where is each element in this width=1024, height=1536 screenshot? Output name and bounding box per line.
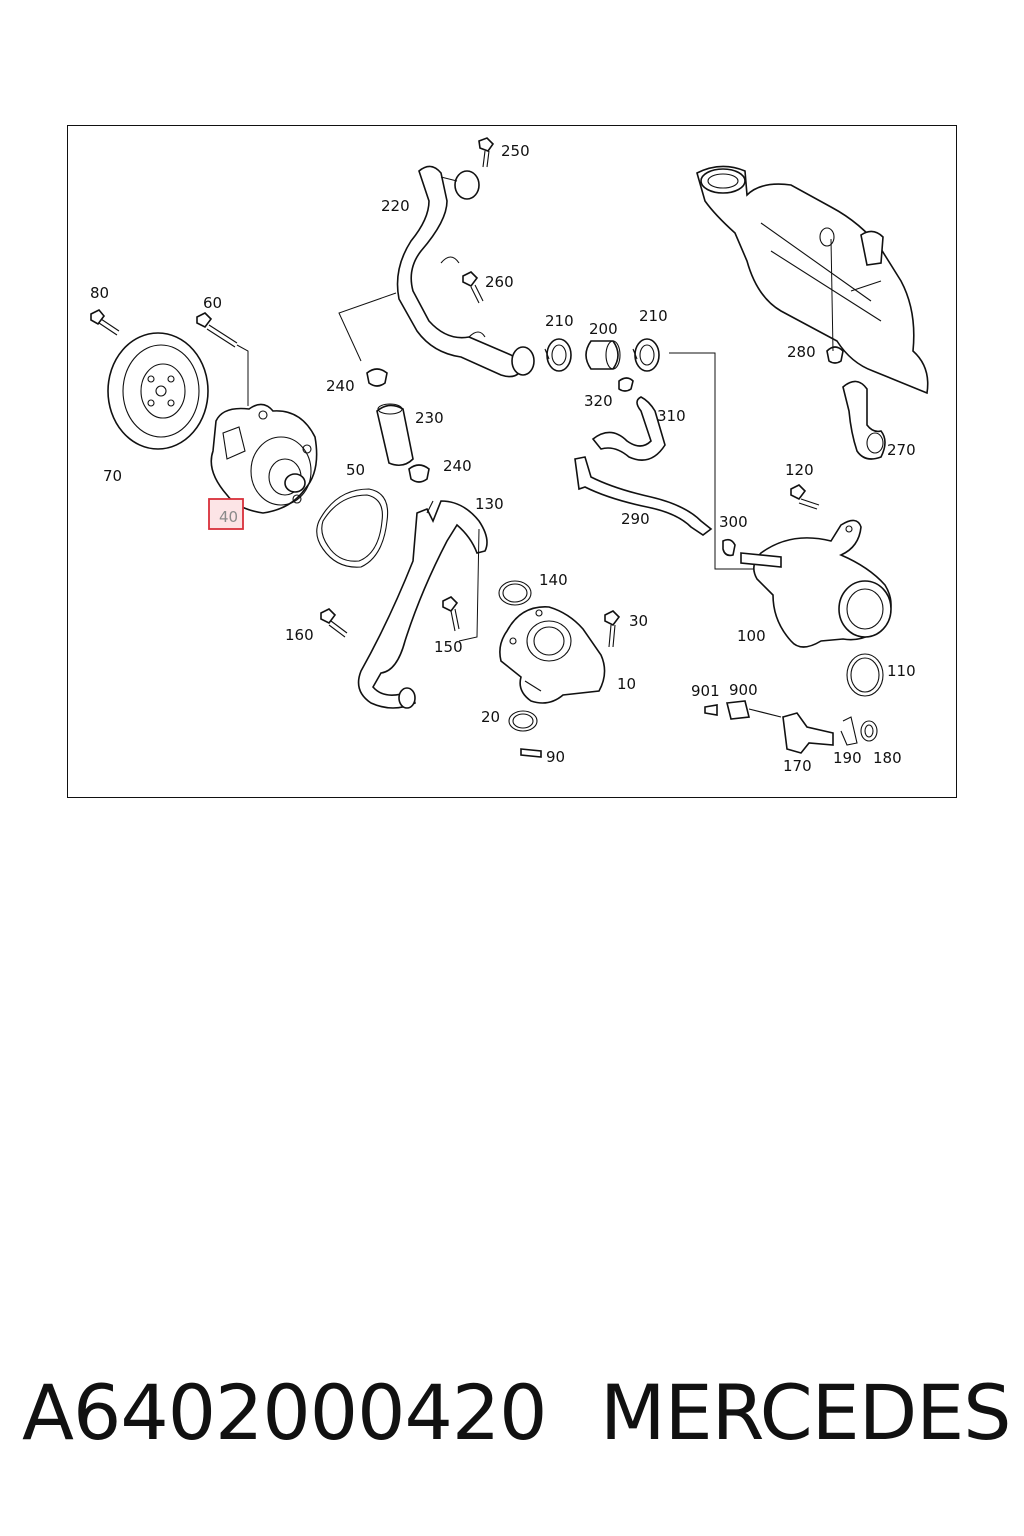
- coolant-pipe-220: [396, 165, 535, 378]
- hose-230: [376, 403, 414, 467]
- hose-200: [585, 340, 621, 370]
- bolt-30: [604, 610, 621, 648]
- connecting-housing-100: [740, 519, 892, 648]
- seal-90: [520, 748, 542, 758]
- o-ring-110: [846, 653, 884, 697]
- callout-270[interactable]: 270: [887, 441, 916, 459]
- leader-220: [338, 292, 397, 362]
- seal-ring-180: [860, 720, 878, 742]
- callout-40-highlight[interactable]: 40: [208, 498, 244, 530]
- callout-900[interactable]: 900: [729, 681, 758, 699]
- pipe-290: [574, 456, 713, 536]
- callout-10[interactable]: 10: [617, 675, 636, 693]
- callout-110[interactable]: 110: [887, 662, 916, 680]
- clamp-240-upper: [366, 368, 388, 387]
- thermostat-housing-10: [499, 606, 606, 704]
- callout-70[interactable]: 70: [103, 467, 122, 485]
- o-ring-140: [498, 580, 532, 606]
- clip-190: [840, 716, 858, 746]
- callout-220[interactable]: 220: [381, 197, 410, 215]
- bolt-60: [196, 312, 249, 406]
- callout-320[interactable]: 320: [584, 392, 613, 410]
- callout-80[interactable]: 80: [90, 284, 109, 302]
- clamp-240-lower: [408, 464, 430, 483]
- leader-130: [458, 528, 480, 642]
- callout-170[interactable]: 170: [783, 757, 812, 775]
- bolt-150: [442, 596, 460, 632]
- callout-240-lower[interactable]: 240: [443, 457, 472, 475]
- callout-230[interactable]: 230: [415, 409, 444, 427]
- leader-210: [669, 352, 757, 570]
- callout-140[interactable]: 140: [539, 571, 568, 589]
- callout-60[interactable]: 60: [203, 294, 222, 312]
- callout-150[interactable]: 150: [434, 638, 463, 656]
- coolant-pipe-assembly: [696, 165, 929, 395]
- callout-30[interactable]: 30: [629, 612, 648, 630]
- clip-280: [826, 238, 844, 364]
- callout-210-right[interactable]: 210: [639, 307, 668, 325]
- gasket-part: [316, 488, 389, 568]
- callout-90[interactable]: 90: [546, 748, 565, 766]
- highlight-box: [208, 498, 244, 530]
- temperature-sensor-170: [782, 712, 834, 754]
- parts-diagram: 80 60 70 50 220 250 260 240 230 240 130 …: [67, 125, 957, 798]
- bolt-80: [90, 309, 120, 336]
- callout-240-upper[interactable]: 240: [326, 377, 355, 395]
- hose-310: [591, 396, 666, 461]
- connector-900: [726, 700, 782, 720]
- brand-name: MERCEDES: [600, 1368, 1011, 1457]
- callout-120[interactable]: 120: [785, 461, 814, 479]
- callout-40: 40: [219, 508, 238, 526]
- callout-100[interactable]: 100: [737, 627, 766, 645]
- part-caption: A6402000420 MERCEDES: [22, 1368, 1012, 1478]
- o-ring-20: [508, 710, 538, 732]
- callout-280[interactable]: 280: [787, 343, 816, 361]
- clamp-210-right: [632, 338, 660, 372]
- callout-250[interactable]: 250: [501, 142, 530, 160]
- callout-130[interactable]: 130: [475, 495, 504, 513]
- callout-260[interactable]: 260: [485, 273, 514, 291]
- callout-310[interactable]: 310: [657, 407, 686, 425]
- callout-210-left[interactable]: 210: [545, 312, 574, 330]
- water-pump-part: [210, 403, 318, 514]
- callout-290[interactable]: 290: [621, 510, 650, 528]
- callout-labels: 80 60 70 50 220 250 260 240 230 240 130 …: [90, 142, 916, 775]
- callout-300[interactable]: 300: [719, 513, 748, 531]
- callout-190[interactable]: 190: [833, 749, 862, 767]
- grommet-300: [722, 538, 736, 557]
- callout-200[interactable]: 200: [589, 320, 618, 338]
- coolant-pipe-130: [357, 500, 488, 709]
- hose-270: [842, 380, 886, 460]
- bolt-250: [478, 137, 495, 168]
- bolt-260: [462, 271, 484, 304]
- pulley-part: [107, 332, 209, 450]
- clamp-210-left: [544, 338, 572, 372]
- plug-901: [704, 704, 718, 716]
- callout-20[interactable]: 20: [481, 708, 500, 726]
- callout-180[interactable]: 180: [873, 749, 902, 767]
- exploded-view-drawing: 80 60 70 50 220 250 260 240 230 240 130 …: [90, 137, 929, 775]
- clip-320: [618, 377, 634, 392]
- bolt-160: [320, 608, 348, 638]
- bolt-120: [790, 484, 820, 510]
- callout-50[interactable]: 50: [346, 461, 365, 479]
- part-number: A6402000420: [22, 1368, 548, 1457]
- callout-160[interactable]: 160: [285, 626, 314, 644]
- callout-901[interactable]: 901: [691, 682, 720, 700]
